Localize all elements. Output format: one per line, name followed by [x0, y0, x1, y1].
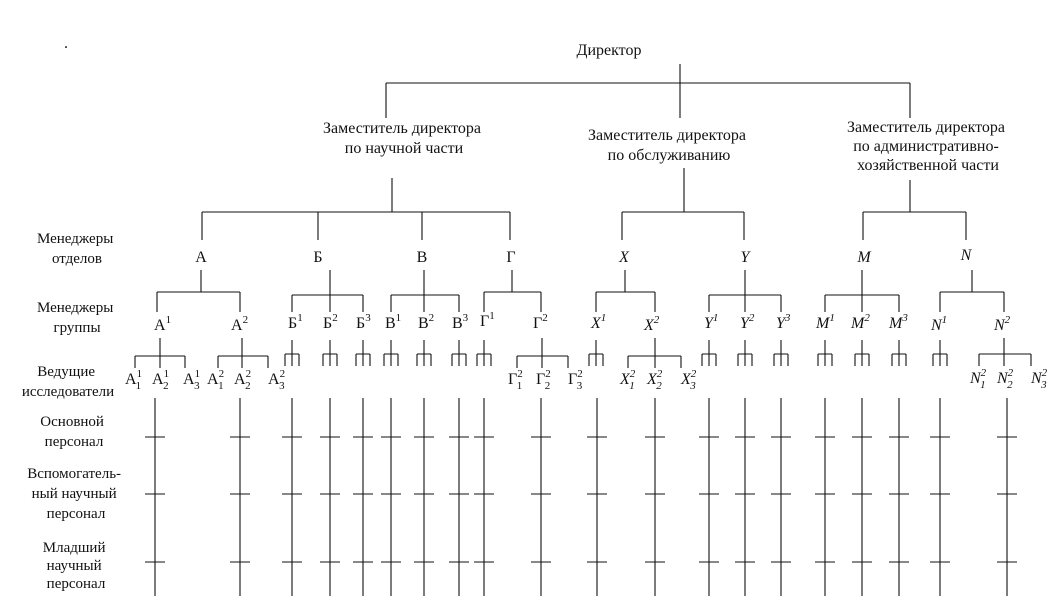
- group-label: N2: [993, 314, 1011, 334]
- row-label-departments: Менеджеры отделов: [37, 231, 117, 267]
- group-label: Y2: [740, 312, 755, 332]
- group-label: Y1: [704, 312, 718, 332]
- group-label: В3: [452, 312, 469, 332]
- department-b: Б: [313, 249, 322, 266]
- department-g: Г: [506, 249, 515, 266]
- deputy-service-label: Заместитель директора по обслуживанию: [588, 127, 750, 164]
- group-label: В2: [418, 312, 434, 332]
- group-label: А1: [154, 314, 171, 334]
- group-label: X2: [643, 314, 660, 334]
- department-x: X: [618, 249, 630, 266]
- deputy-admin-label: Заместитель директора по административно…: [847, 119, 1009, 174]
- stray-dot-mark: .: [64, 35, 68, 52]
- row-label-groups: Менеджеры группы: [37, 300, 117, 336]
- department-n: N: [960, 247, 973, 264]
- department-y: Y: [741, 249, 752, 266]
- group-label: X1: [590, 312, 606, 332]
- director-label: Директор: [577, 42, 642, 59]
- group-label: Б1: [288, 312, 303, 332]
- group-label: M3: [888, 312, 908, 332]
- group-label: В1: [385, 312, 401, 332]
- group-label: Б3: [356, 312, 371, 332]
- staff-columns: [145, 398, 1017, 596]
- row-label-junior-staff: Младший научный персонал: [43, 540, 109, 592]
- group-label: M1: [815, 312, 835, 332]
- group-label: N1: [930, 314, 947, 334]
- department-m: M: [856, 249, 872, 266]
- department-a: А: [195, 249, 207, 266]
- group-label: Б2: [323, 312, 338, 332]
- row-label-main-staff: Основной персонал: [40, 414, 107, 450]
- group-label: M2: [850, 312, 870, 332]
- group-label: А2: [231, 314, 248, 334]
- connector-lines: [134, 64, 1032, 368]
- group-label: Г2: [533, 312, 548, 332]
- department-v: В: [417, 249, 428, 266]
- group-label: Г1: [480, 310, 495, 330]
- deputy-science-label: Заместитель директора по научной части: [323, 120, 485, 157]
- row-label-aux-staff: Вспомогатель- ный научный персонал: [27, 466, 125, 522]
- group-label: Y3: [776, 312, 791, 332]
- row-label-leads: Ведущие исследователи: [22, 364, 114, 400]
